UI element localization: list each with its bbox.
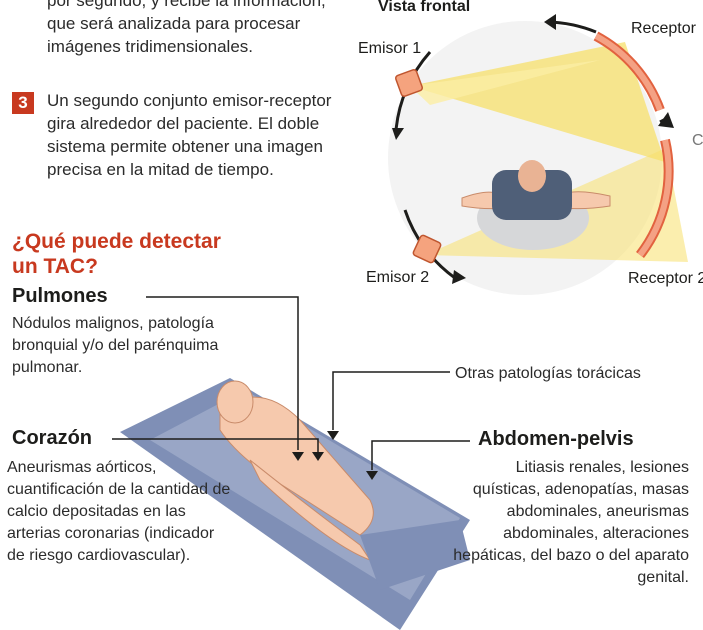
patient-chest <box>219 396 374 536</box>
receptor-bottom-arc-inner <box>637 139 672 257</box>
corazon-leader <box>112 438 319 452</box>
right-partial-label: C <box>692 132 703 149</box>
beam-1-highlight <box>410 60 600 105</box>
receptor-bottom-label: Receptor 2 <box>628 270 703 287</box>
abdomen-text: Litiasis renales, lesiones quísticas, ad… <box>453 459 689 586</box>
patient-sheet <box>360 520 470 590</box>
diagram-title: Vista frontal <box>378 0 471 15</box>
patient-head-side <box>216 380 254 424</box>
patient-body-illustration <box>120 378 470 630</box>
otras-leader <box>332 371 450 430</box>
beam-1 <box>410 42 665 162</box>
otras-text: Otras patologías torácicas <box>455 365 641 382</box>
receptor-top-arc-inner <box>594 33 663 112</box>
corazon-title: Corazón <box>12 427 92 449</box>
corazon-marker <box>312 452 324 461</box>
corazon-text: Aneurismas aórticos, cuantificación de l… <box>7 459 231 564</box>
pulmones-marker <box>292 452 304 461</box>
emisor-1-label: Emisor 1 <box>358 40 422 57</box>
abdomen-title: Abdomen-pelvis <box>478 428 634 450</box>
pulmones-title: Pulmones <box>12 285 108 307</box>
rotation-arrowhead-right <box>658 112 674 128</box>
pulmones-text: Nódulos malignos, patología bronquial y/… <box>12 315 219 376</box>
patient-torso <box>492 170 572 220</box>
rotation-arrowhead-left <box>392 128 404 140</box>
frontal-view-diagram <box>388 14 688 295</box>
patient-head <box>518 160 546 192</box>
emitter-1 <box>394 68 424 98</box>
rotation-arrowhead-top <box>544 14 556 30</box>
step-3-text: Un segundo conjunto emisor-receptor gira… <box>47 91 332 179</box>
intro-text: por segundo, y recibe la información, qu… <box>47 0 347 58</box>
step-badge: 3 <box>12 92 34 114</box>
emisor-2-label: Emisor 2 <box>366 269 430 286</box>
receptor-top-label: Receptor <box>631 20 696 37</box>
abdomen-marker <box>366 471 378 480</box>
question-title: ¿Qué puede detectar un TAC? <box>12 230 221 278</box>
intro-text-content: por segundo, y recibe la información, qu… <box>47 0 326 56</box>
rotation-arrowhead-bottom <box>452 270 466 284</box>
otras-marker <box>327 431 339 440</box>
emitter-2 <box>412 234 442 264</box>
abdomen-leader <box>371 440 470 470</box>
pulmones-leader <box>146 296 299 450</box>
